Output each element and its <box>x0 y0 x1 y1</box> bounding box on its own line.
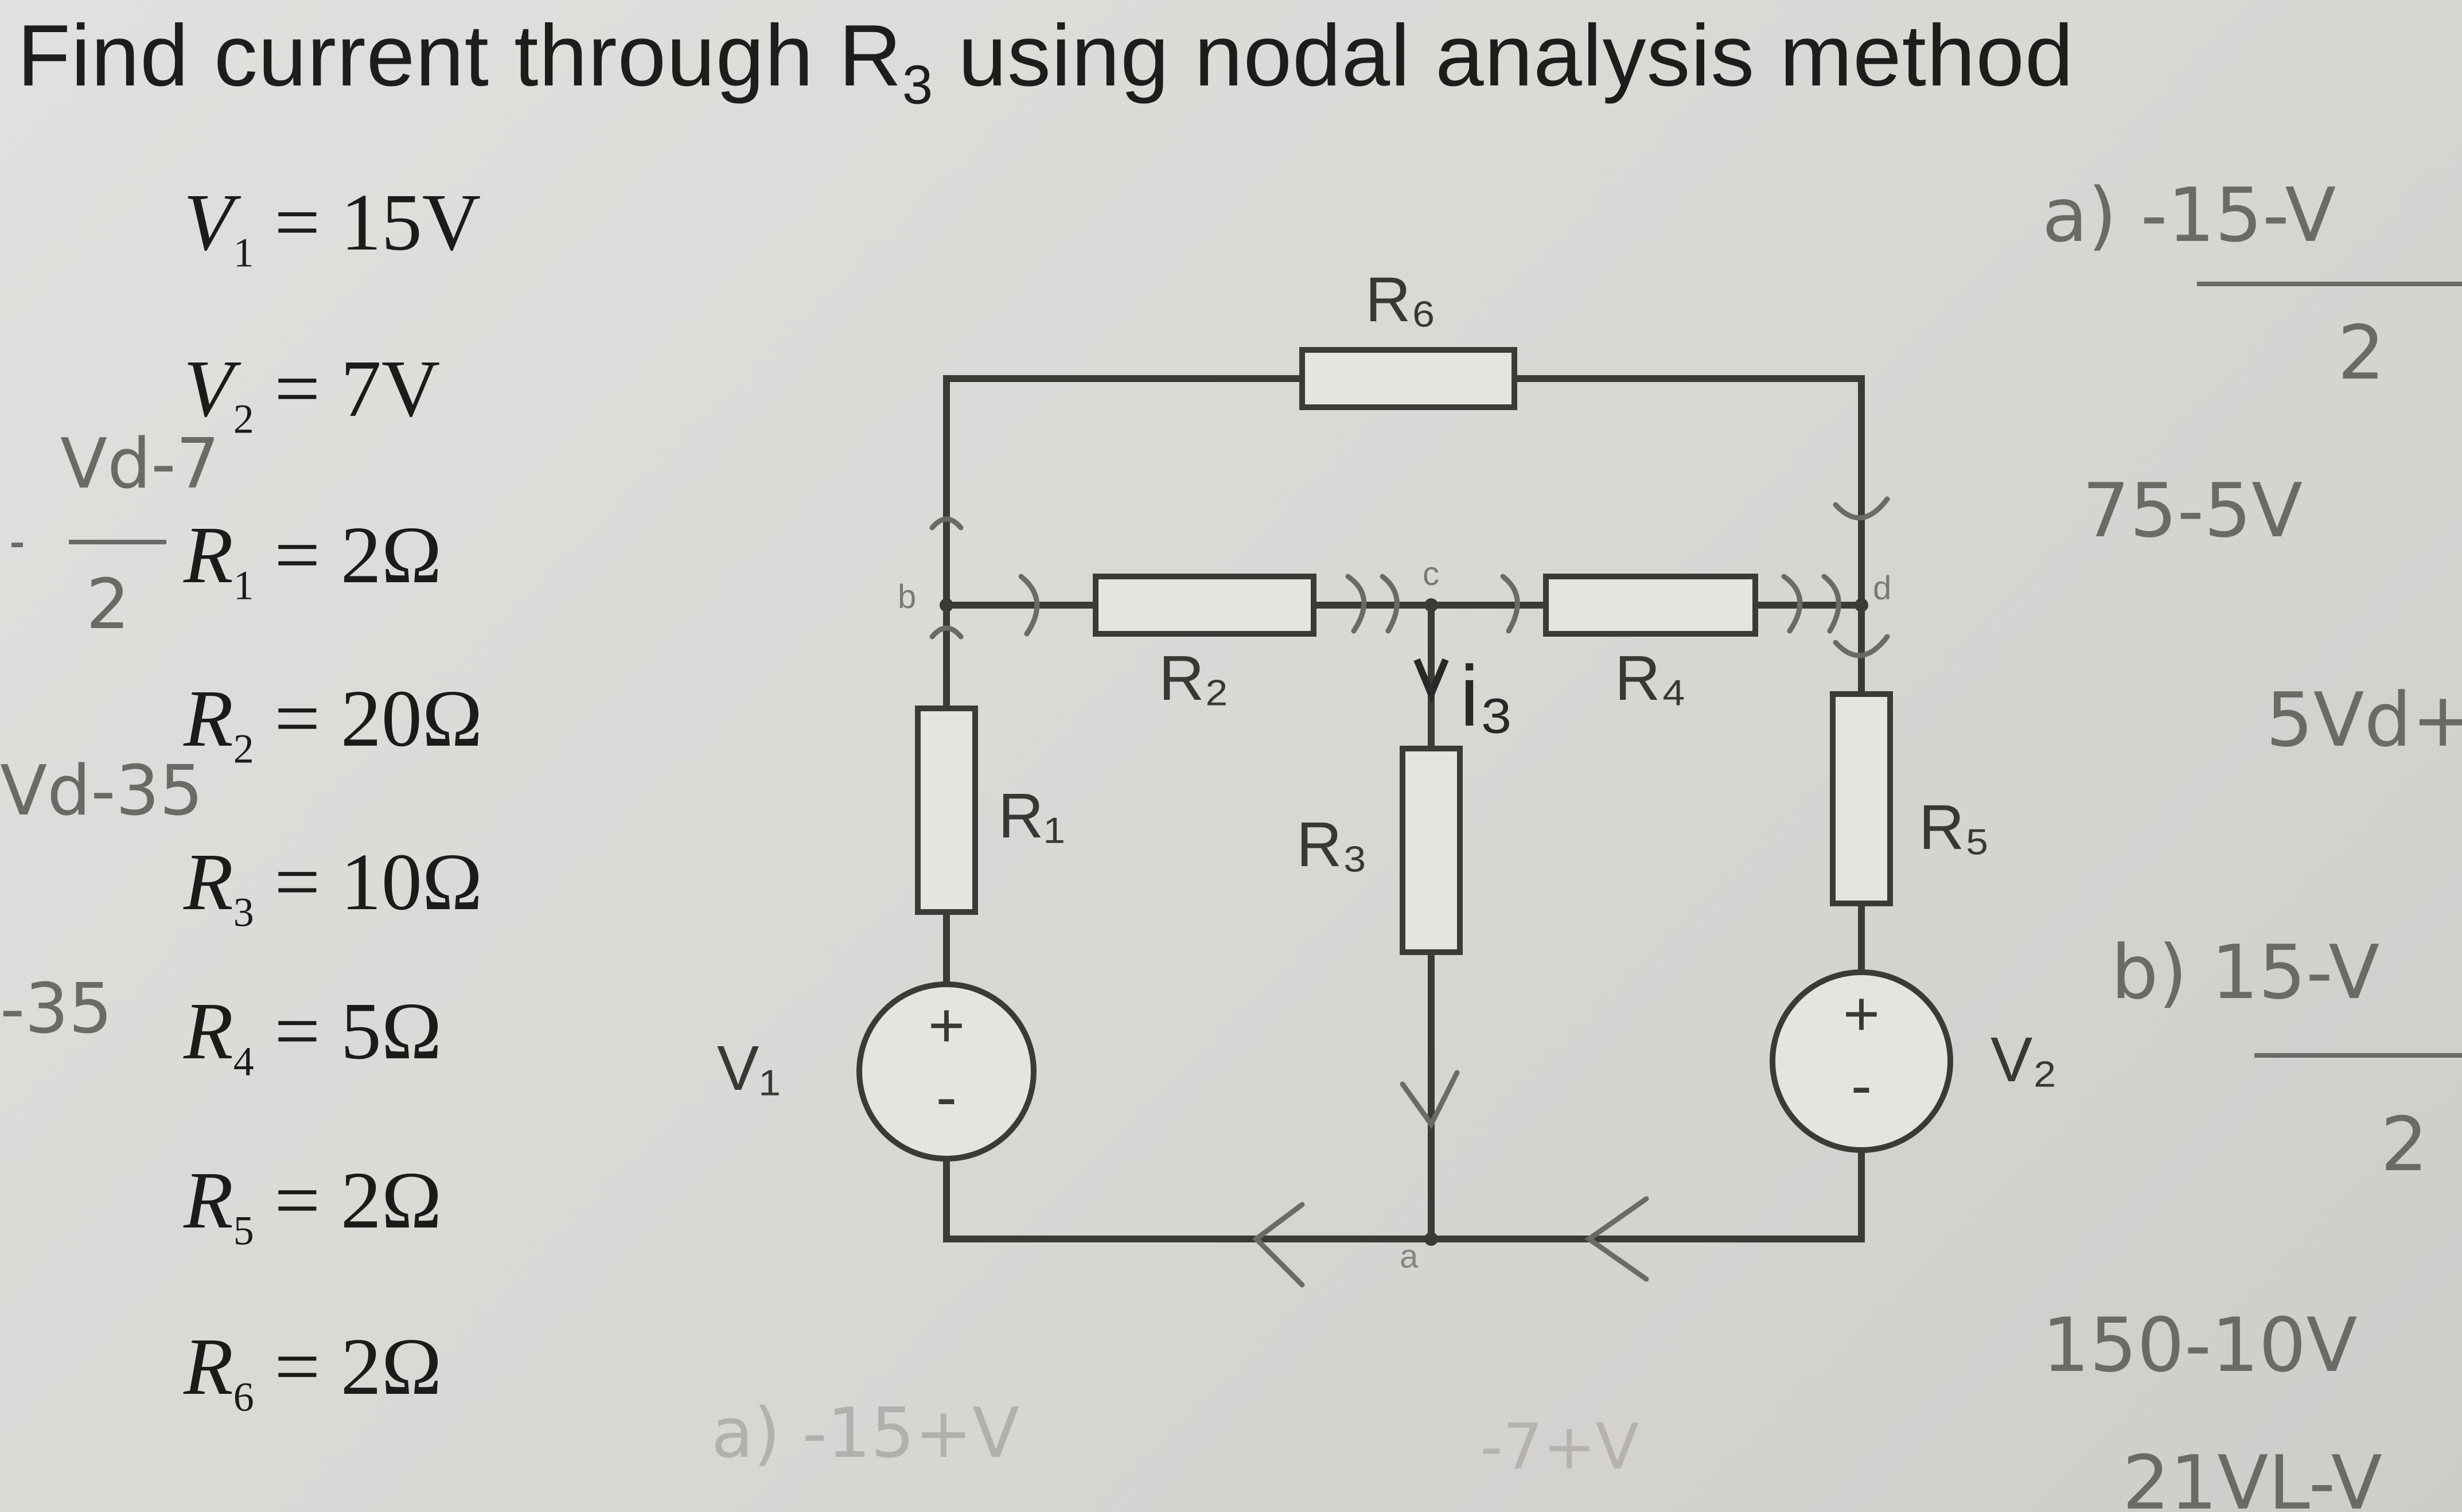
r6-label: R₆ <box>1365 264 1436 335</box>
question-title: Find current through R3 using nodal anal… <box>17 6 2074 116</box>
resistor-r4 <box>1543 574 1758 637</box>
hand-right-a: a) -15-V <box>2042 172 2336 259</box>
node-b-label: b <box>898 578 916 615</box>
r2-label: R₂ <box>1159 643 1229 714</box>
hand-left-4: -35 <box>0 969 112 1049</box>
given-v2: V2 = 7V <box>184 343 441 442</box>
hand-right-c: 5Vd+ <box>2266 676 2462 763</box>
given-r4: R4 = 5Ω <box>184 985 442 1085</box>
given-r5: R5 = 2Ω <box>184 1155 442 1254</box>
given-r2: R2 = 20Ω <box>184 673 483 772</box>
voltage-source-v2 <box>1770 969 1953 1153</box>
current-i3-arrow-icon <box>1413 658 1449 703</box>
given-v1: V1 = 15V <box>184 177 481 276</box>
given-r6: R6 = 2Ω <box>184 1321 442 1420</box>
title-subscript: 3 <box>902 54 934 116</box>
r3-label: R₃ <box>1296 809 1368 880</box>
resistor-r3 <box>1400 746 1463 955</box>
node-c-dot <box>1424 598 1438 612</box>
r5-label: R₅ <box>1919 792 1990 863</box>
hand-right-b: 75-5V <box>2082 467 2303 554</box>
v1-plus-sign: + <box>928 990 965 1061</box>
resistor-r2 <box>1093 574 1316 637</box>
v2-plus-sign: + <box>1843 979 1880 1049</box>
hand-right-d2: 2 <box>2381 1101 2428 1188</box>
hand-right-d: b) 15-V <box>2111 929 2379 1016</box>
given-r3: R3 = 10Ω <box>184 836 483 936</box>
hand-bottom-2: -7+V <box>1480 1410 1639 1483</box>
given-r1: R1 = 2Ω <box>184 509 442 609</box>
v1-minus-sign: - <box>936 1062 957 1132</box>
hand-right-a2: 2 <box>2338 309 2385 396</box>
r4-label: R₄ <box>1615 643 1686 714</box>
pencil-direction-marks-icon <box>929 496 1890 1288</box>
voltage-source-v1 <box>856 981 1037 1162</box>
hand-left-1: Vd-7 <box>60 424 220 504</box>
hand-bottom-1: a) -15+V <box>711 1394 1019 1474</box>
node-d-dot <box>1855 598 1868 612</box>
hand-left-2: 2 <box>86 565 130 645</box>
circuit-wires <box>943 375 1865 1242</box>
resistor-r1 <box>915 706 978 915</box>
v1-label: V₁ <box>717 1033 780 1104</box>
resistor-r6 <box>1299 347 1517 410</box>
node-b-dot <box>940 598 953 612</box>
v2-minus-sign: - <box>1851 1050 1872 1121</box>
node-a-label: a <box>1400 1238 1419 1275</box>
title-suffix: using nodal analysis method <box>933 7 2074 104</box>
node-d-label: d <box>1873 570 1891 607</box>
hand-right-e: 150-10V <box>2042 1301 2357 1389</box>
hand-left-3: Vd-35 <box>0 751 203 831</box>
resistor-r5 <box>1830 691 1893 906</box>
current-i3-label: i₃ <box>1460 648 1514 744</box>
node-c-label: c <box>1423 555 1439 593</box>
hand-right-f: 21VL-V <box>2122 1439 2382 1512</box>
v2-label: V₂ <box>1990 1024 2057 1095</box>
r1-label: R₁ <box>998 781 1065 851</box>
node-a-dot <box>1424 1232 1438 1246</box>
title-prefix: Find current through R <box>17 7 902 104</box>
